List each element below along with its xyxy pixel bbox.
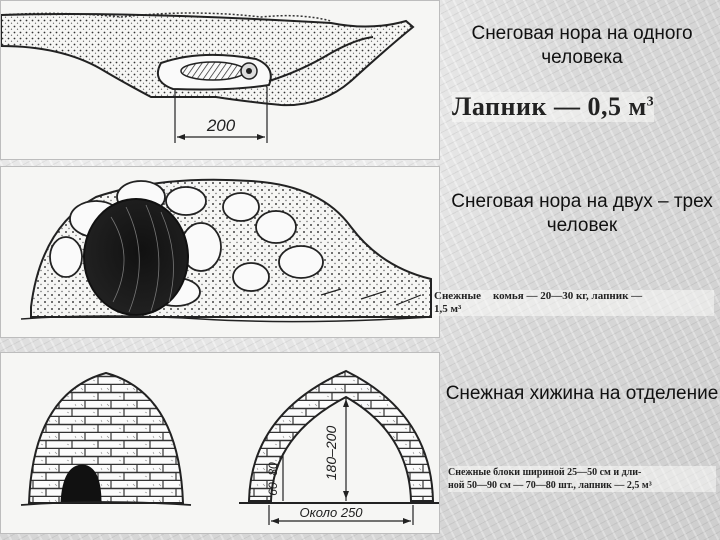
arch-height-label: 180–200 xyxy=(323,426,339,481)
note-one-person-exp: 3 xyxy=(646,94,655,110)
base-width-label: Около 250 xyxy=(299,505,363,520)
snow-hut-drawing: 180–200 60–80 Около 250 xyxy=(20,369,439,525)
note-two-three: Снежные комья — 20—30 кг, лапник — 1,5 м³ xyxy=(434,290,714,316)
note-two-three-line1b: комья — 20—30 кг, лапник — xyxy=(492,290,643,302)
burrow-two-three-illustration xyxy=(0,166,440,338)
caption-two-three: Снеговая нора на двух – трех человек xyxy=(451,191,713,236)
note-two-three-line2: 1,5 м³ xyxy=(434,303,462,315)
note-hut: Снежные блоки шириной 25—50 см и дли- но… xyxy=(448,466,716,492)
caption-one-person: Снеговая нора на одного человека xyxy=(471,23,693,68)
note-hut-line2: ной 50—90 см — 70—80 шт., лапник — 2,5 м… xyxy=(448,480,652,491)
note-two-three-line1a: Снежные xyxy=(434,290,481,302)
burrow-one-person-illustration: 200 xyxy=(0,0,440,160)
burrow-two-three-drawing xyxy=(20,178,432,323)
wall-height-label: 60–80 xyxy=(266,462,280,496)
caption-hut: Снежная хижина на отделение xyxy=(445,383,719,404)
snow-hut-illustration: 180–200 60–80 Около 250 xyxy=(0,352,440,534)
note-hut-line1: Снежные блоки шириной 25—50 см и дли- xyxy=(448,467,642,478)
burrow-length-label: 200 xyxy=(206,116,236,135)
burrow-one-person-drawing: 200 xyxy=(1,12,415,143)
note-one-person-base: Лапник — 0,5 м xyxy=(452,92,647,121)
note-one-person: Лапник — 0,5 м3 xyxy=(452,92,655,122)
